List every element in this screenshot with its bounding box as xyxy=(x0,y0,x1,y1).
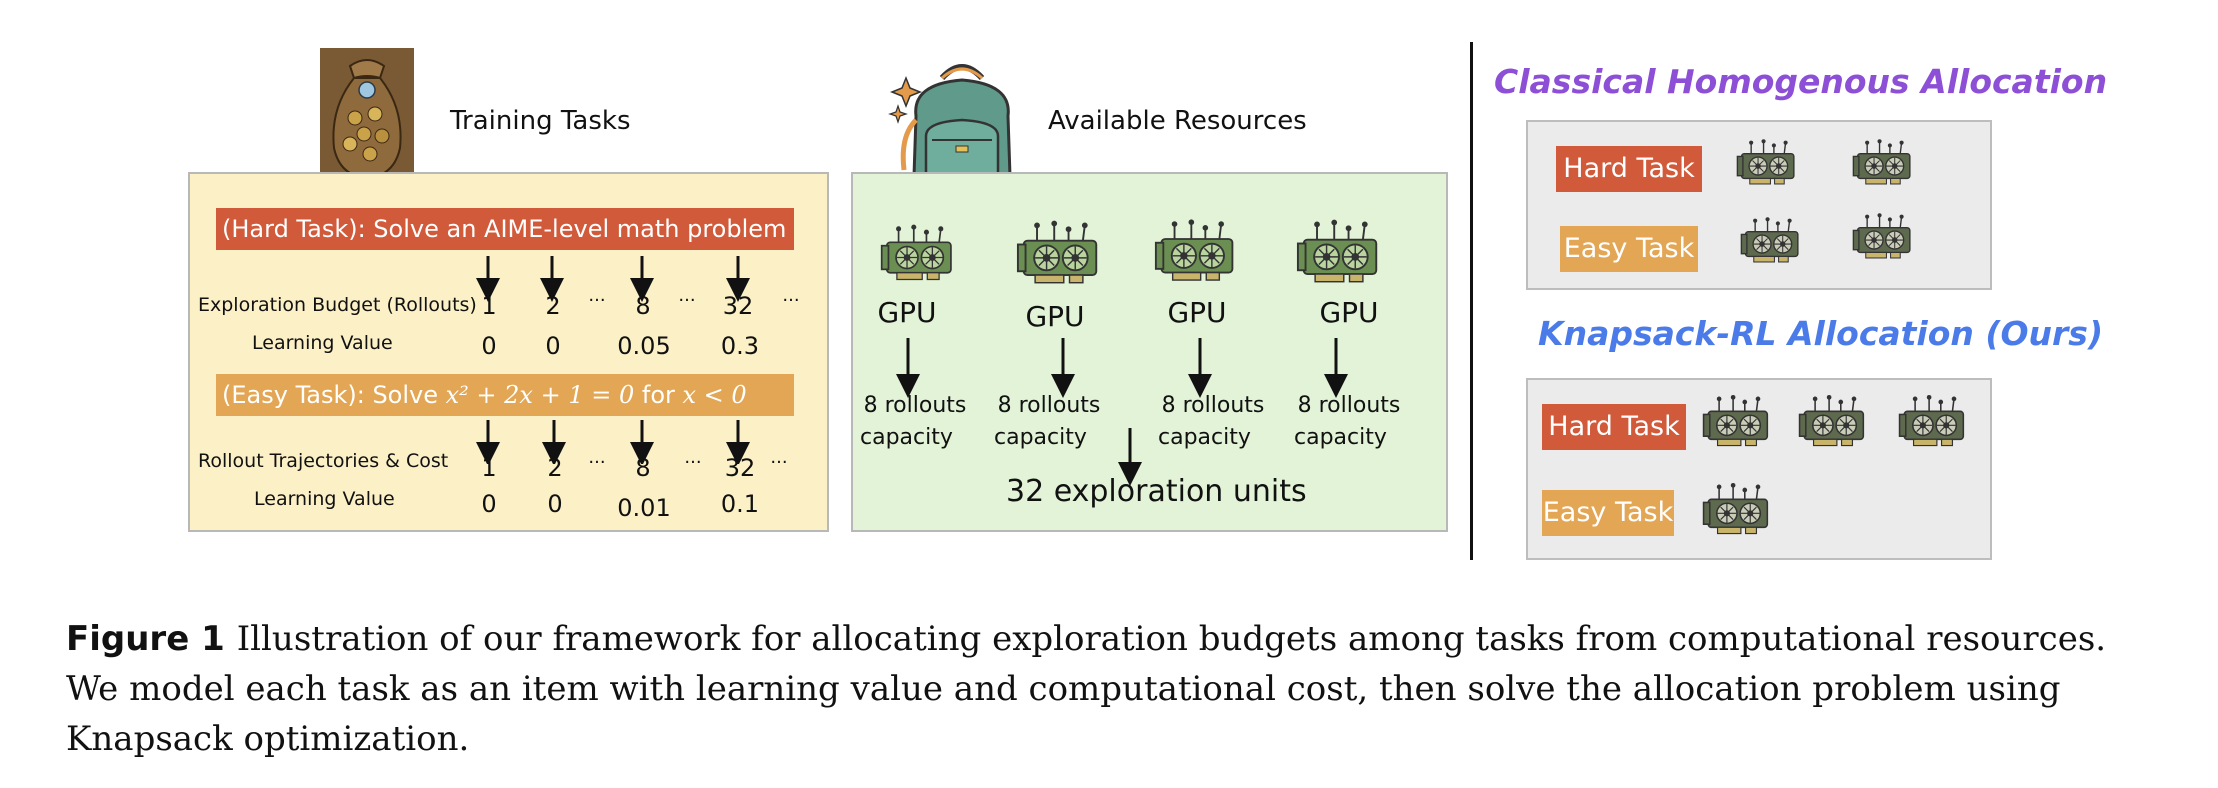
easy-task-condition: x < 0 xyxy=(682,381,747,409)
hard-learning-value: 0 xyxy=(545,332,561,360)
capacity-line: 8 rollouts xyxy=(863,393,967,418)
gpu-label: GPU xyxy=(1167,296,1227,329)
training-tasks-image xyxy=(320,48,414,184)
easy-budget-value: 1 xyxy=(481,454,497,482)
learning-value-label: Learning Value xyxy=(254,488,395,510)
gpu-icon xyxy=(1740,214,1802,270)
gpu-label: GPU xyxy=(877,296,937,329)
gpu-icon xyxy=(880,216,956,294)
gpu-icon xyxy=(1296,214,1382,294)
easy-budget-ellipsis: ··· xyxy=(770,452,788,473)
gpu-label: GPU xyxy=(1025,300,1085,333)
easy-task-equation: x² + 2x + 1 = 0 xyxy=(445,381,635,409)
hard-task-label: Hard Task xyxy=(1556,146,1702,192)
exploration-units-total: 32 exploration units xyxy=(1006,474,1307,509)
budget-ellipsis: ··· xyxy=(782,290,800,311)
easy-learning-value: 0.01 xyxy=(617,494,671,522)
capacity-line: 8 rollouts xyxy=(1297,393,1401,418)
easy-task-prefix: (Easy Task): Solve xyxy=(222,381,446,409)
training-tasks-header: Training Tasks xyxy=(450,106,631,136)
gpu-capacity: 8 rollouts capacity xyxy=(994,390,1104,454)
gpu-icon xyxy=(1798,392,1868,454)
gpu-icon xyxy=(1702,392,1772,454)
caption-line-1: Figure 1 Illustration of our framework fo… xyxy=(66,614,2174,664)
section-divider xyxy=(1470,42,1473,560)
gpu-capacity: 8 rollouts capacity xyxy=(1294,390,1404,454)
caption-text: Illustration of our framework for alloca… xyxy=(236,619,2107,659)
easy-task-arrows xyxy=(476,420,750,464)
caption-line-3: Knapsack optimization. xyxy=(66,719,470,759)
gpu-icon xyxy=(1154,214,1238,292)
gpu-icon xyxy=(1898,392,1968,454)
hard-task-arrows xyxy=(476,256,750,302)
backpack-icon xyxy=(888,64,1012,190)
hard-learning-value: 0.05 xyxy=(617,332,671,360)
easy-task-mid: for xyxy=(634,381,683,409)
budget-value: 8 xyxy=(635,292,651,320)
bag-of-coins-icon xyxy=(320,48,414,184)
budget-ellipsis: ··· xyxy=(678,290,696,311)
capacity-line: capacity xyxy=(994,425,1087,450)
easy-learning-value: 0 xyxy=(547,490,563,518)
gpu-capacity: 8 rollouts capacity xyxy=(860,390,970,454)
gpu-icon xyxy=(1852,136,1914,192)
gpu-capacity: 8 rollouts capacity xyxy=(1158,390,1268,454)
capacity-line: capacity xyxy=(1158,425,1251,450)
figure-label: Figure 1 xyxy=(66,619,225,659)
gpu-icon xyxy=(1016,216,1102,294)
classical-allocation-title: Classical Homogenous Allocation xyxy=(1494,62,2108,101)
budget-value: 32 xyxy=(722,292,754,320)
capacity-line: capacity xyxy=(860,425,953,450)
gpu-arrows xyxy=(896,338,1348,486)
capacity-line: capacity xyxy=(1294,425,1387,450)
gpu-label: GPU xyxy=(1319,296,1379,329)
backpack-image xyxy=(882,56,1032,192)
figure-caption: Figure 1 Illustration of our framework fo… xyxy=(66,614,2174,764)
hard-learning-value: 0 xyxy=(481,332,497,360)
hard-task-label: Hard Task xyxy=(1542,404,1686,450)
easy-task-label: Easy Task xyxy=(1560,226,1698,272)
easy-learning-value: 0.1 xyxy=(720,490,760,518)
budget-value: 2 xyxy=(545,292,561,320)
gpu-icon xyxy=(1702,480,1772,542)
easy-budget-ellipsis: ··· xyxy=(684,452,702,473)
rollout-trajectories-label: Rollout Trajectories & Cost xyxy=(198,450,449,472)
easy-budget-value: 2 xyxy=(547,454,563,482)
caption-line-2: We model each task as an item with learn… xyxy=(66,669,2061,709)
learning-value-label: Learning Value xyxy=(252,332,393,354)
gpu-icon xyxy=(1736,136,1798,192)
budget-ellipsis: ··· xyxy=(588,290,606,311)
gpu-icon xyxy=(1852,210,1914,266)
knapsack-allocation-title: Knapsack-RL Allocation (Ours) xyxy=(1538,314,2104,353)
easy-budget-ellipsis: ··· xyxy=(588,452,606,473)
hard-task-bar: (Hard Task): Solve an AIME-level math pr… xyxy=(216,208,794,250)
exploration-budget-label: Exploration Budget (Rollouts) xyxy=(198,294,477,316)
budget-value: 1 xyxy=(481,292,497,320)
hard-learning-value: 0.3 xyxy=(720,332,760,360)
easy-budget-value: 8 xyxy=(635,454,651,482)
easy-task-label: Easy Task xyxy=(1542,490,1674,536)
easy-budget-value: 32 xyxy=(724,454,756,482)
available-resources-header: Available Resources xyxy=(1048,106,1307,136)
easy-task-bar: (Easy Task): Solve x² + 2x + 1 = 0 for x… xyxy=(216,374,794,416)
capacity-line: 8 rollouts xyxy=(1161,393,1265,418)
easy-learning-value: 0 xyxy=(481,490,497,518)
capacity-line: 8 rollouts xyxy=(997,393,1101,418)
